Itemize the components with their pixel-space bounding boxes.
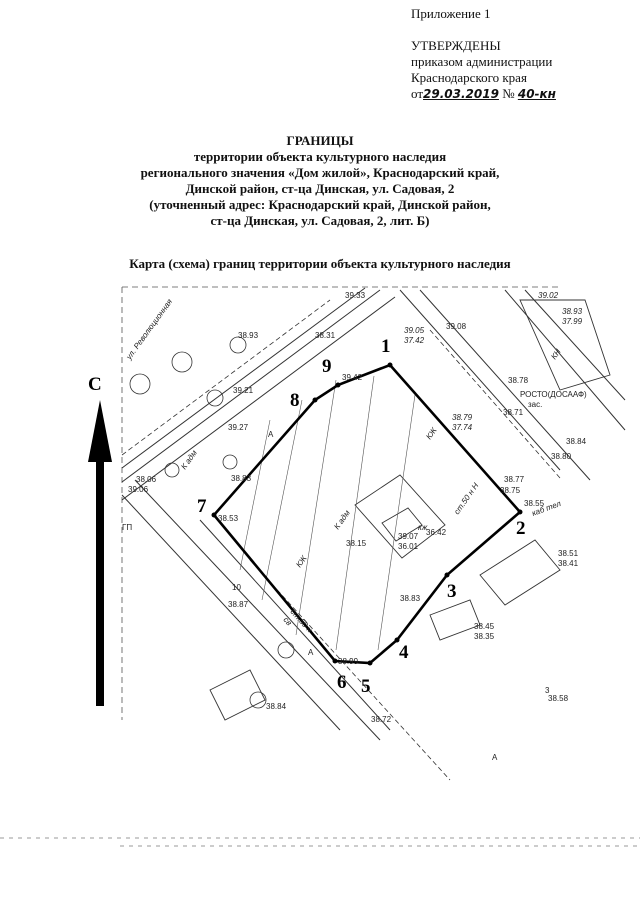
elevation-label: 38.84 [266,702,287,711]
north-label: С [88,374,102,395]
elevation-label: 38.77 [504,475,525,484]
elevation-label: 38.80 [551,452,572,461]
zone-label: 3 [545,686,550,695]
elevation-label: 38.79 [452,413,473,422]
territory-boundary [212,363,522,665]
elevation-label: 37.42 [404,336,425,345]
elevation-label: 38.31 [315,331,336,340]
zone-label: А [268,430,274,439]
approved-label: УТВЕРЖДЕНЫ [411,38,501,53]
hatching [239,375,416,651]
zone-label: КН [549,347,563,361]
document-title: ГРАНИЦЫ территории объекта культурного н… [0,133,640,229]
elevation-label: 38.93 [562,307,583,316]
point-6: 6 [337,672,347,693]
title-line-5: ст-ца Динская, ул. Садовая, 2, лит. Б) [210,213,430,228]
point-1: 1 [381,336,391,357]
elevation-label: 39.21 [233,386,254,395]
boundary-vertices [211,362,523,666]
buildings [209,299,611,721]
zone-label: РОСТО(ДОСААФ) [520,390,587,399]
zone-label: К адм [179,448,199,471]
elevation-label: 38.55 [524,499,545,508]
order-line: приказом администрации [411,54,553,69]
zone-label: ст.50 н Н [452,481,480,516]
zone-label: К адм [332,508,352,531]
region-line: Краснодарского края [411,70,527,85]
title-line-2: регионального значения «Дом жилой», Крас… [140,165,500,180]
elevation-marks: 38.31 39.33 39.21 39.27 39.06 38.83 39.0… [128,291,587,724]
point-2: 2 [516,518,526,539]
elevation-label: 38.99 [338,657,359,666]
approval-block: УТВЕРЖДЕНЫ приказом администрации Красно… [411,38,556,102]
point-4: 4 [399,642,409,663]
north-arrow: С [88,374,112,706]
order-date: 29.03.2019 [423,87,499,101]
zone-label: зас. [528,400,542,409]
point-3: 3 [447,581,457,602]
date-prefix: от [411,86,424,101]
street-label: ул. Революционная [124,297,175,362]
elevation-label: 39.07 [398,532,419,541]
elevation-label: 38.51 [558,549,579,558]
date-line: от29.03.2019 № 40-кн [411,86,556,102]
elevation-label: 38.83 [231,474,252,483]
elevation-label: 39.27 [228,423,249,432]
appendix-label: Приложение 1 [411,6,491,21]
point-7: 7 [197,496,207,517]
elevation-label: 38.06 [136,475,157,484]
elevation-label: 39.05 [404,326,425,335]
elevation-label: 38.78 [508,376,529,385]
street-lines [121,287,626,741]
elevation-label: 39.02 [538,291,559,300]
title-line-4: (уточненный адрес: Краснодарский край, Д… [149,197,491,212]
zone-label: кж [418,523,428,532]
title-line-1: территории объекта культурного наследия [193,149,447,164]
order-number: 40-кн [517,87,556,101]
elevation-label: 38.71 [503,408,524,417]
elevation-label: 39.06 [128,485,149,494]
elevation-label: 39.08 [446,322,467,331]
elevation-label: 37.99 [562,317,583,326]
tree-icons [129,336,295,709]
elevation-label: 38.83 [400,594,421,603]
zone-label: А [492,753,498,762]
title-line-3: Динской район, ст-ца Динская, ул. Садова… [185,181,455,196]
title-heading: ГРАНИЦЫ [286,133,354,148]
elevation-label: 37.74 [452,423,473,432]
elevation-label: 38.75 [500,486,521,495]
elevation-label: 38.93 [238,331,259,340]
zone-label: св [282,615,294,627]
elevation-label: 36.01 [398,542,419,551]
elevation-label: 39.33 [345,291,366,300]
elevation-label: 38.35 [474,632,495,641]
elevation-label: 38.72 [371,715,392,724]
zone-label: ГП [122,523,132,532]
map-caption: Карта (схема) границ территории объекта … [129,256,511,271]
elevation-label: 39.42 [342,373,363,382]
point-9: 9 [322,356,332,377]
number-prefix: № [502,86,515,101]
elevation-label: 38.15 [346,539,367,548]
elevation-label: 38.84 [566,437,587,446]
elevation-label: 38.58 [548,694,569,703]
elevation-label: 38.45 [474,622,495,631]
elevation-label: 38.41 [558,559,579,568]
elevation-label: 38.87 [228,600,249,609]
zone-label: А [308,648,314,657]
zone-label: КЖ [424,426,439,442]
elevation-label: 38.53 [218,514,239,523]
zone-label: 10 [232,583,241,592]
point-8: 8 [290,390,300,411]
elevation-label: 36.42 [426,528,447,537]
point-5: 5 [361,676,371,697]
